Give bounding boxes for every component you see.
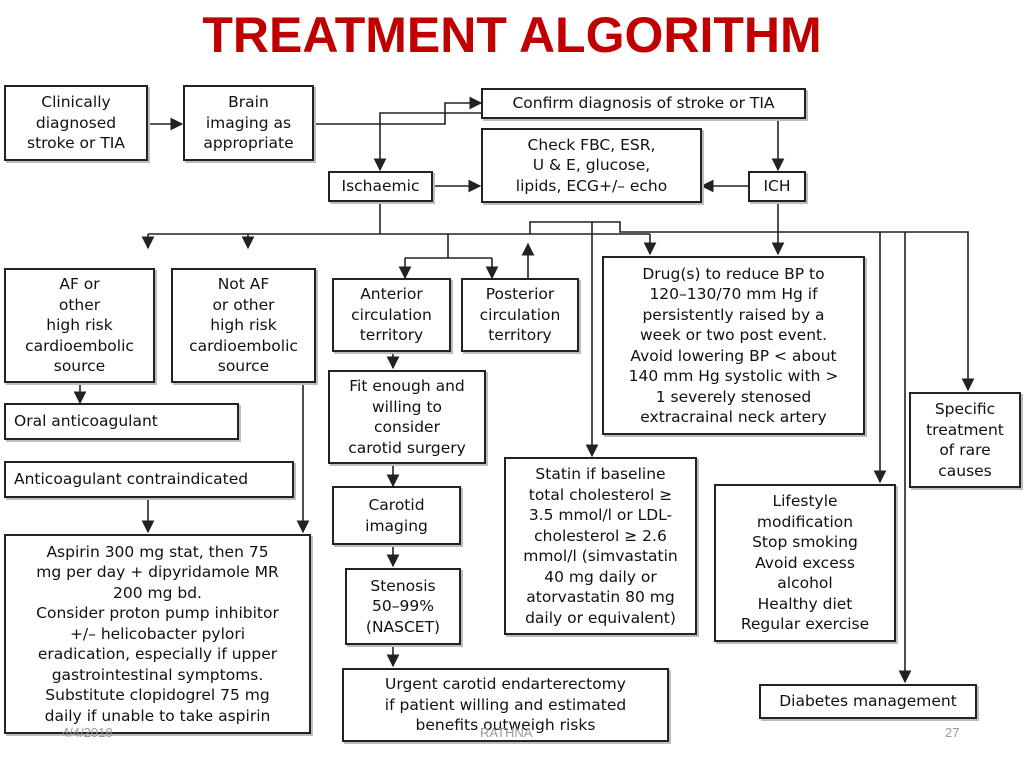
footer-author: RATHNA [480,725,533,740]
box-anticoagulant-contraindicated: Anticoagulant contraindicated [4,461,294,498]
box-brain-imaging: Brain imaging as appropriate [183,85,314,161]
box-ischaemic: Ischaemic [328,171,433,202]
box-lifestyle: Lifestyle modification Stop smoking Avoi… [714,484,896,642]
box-check-investigations: Check FBC, ESR, U & E, glucose, lipids, … [481,128,702,203]
box-not-af: Not AF or other high risk cardioembolic … [171,268,316,383]
box-stenosis: Stenosis 50–99% (NASCET) [345,568,461,645]
box-carotid-imaging: Carotid imaging [332,486,461,545]
page-title: TREATMENT ALGORITHM [202,7,822,63]
box-fit-for-surgery: Fit enough and willing to consider carot… [328,370,486,464]
box-diabetes: Diabetes management [759,684,977,719]
box-blood-pressure: Drug(s) to reduce BP to 120–130/70 mm Hg… [602,256,865,435]
box-ich: ICH [748,171,806,202]
footer-page-number: 27 [945,725,960,740]
box-anterior-circulation: Anterior circulation territory [332,278,451,352]
box-specific-treatment: Specific treatment of rare causes [909,392,1021,488]
box-endarterectomy: Urgent carotid endarterectomy if patient… [342,668,669,742]
box-af-high-risk: AF or other high risk cardioembolic sour… [4,268,155,383]
box-clinically-diagnosed: Clinically diagnosed stroke or TIA [4,85,148,161]
box-statin: Statin if baseline total cholesterol ≥ 3… [504,457,697,635]
line-to-statin [529,221,599,458]
footer-date: 4/4/2018 [62,725,113,740]
line-upper-right-bus [592,221,975,392]
arrow-confirm-to-ischaemic [373,112,481,172]
box-aspirin: Aspirin 300 mg stat, then 75 mg per day … [4,534,311,734]
box-confirm-diagnosis: Confirm diagnosis of stroke or TIA [481,88,806,119]
box-posterior-circulation: Posterior circulation territory [461,278,579,352]
box-oral-anticoagulant: Oral anticoagulant [4,403,239,440]
